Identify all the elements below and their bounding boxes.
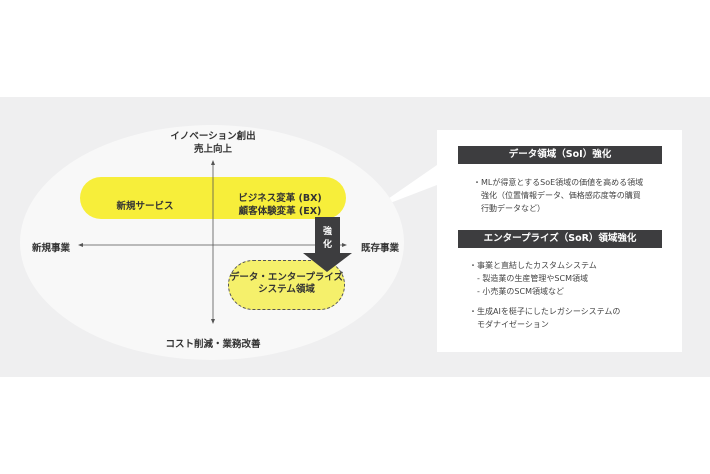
- strengthen-label: 強 化: [315, 226, 340, 252]
- detail-panel: データ領域（SoI）強化 ・MLが得意とするSoE領域の価値を高める領域 強化（…: [437, 130, 682, 352]
- top-axis-label: イノベーション創出 売上向上: [150, 130, 276, 156]
- ex-label: 顧客体験変革 (EX): [238, 206, 322, 217]
- left-axis-label: 新規事業: [32, 243, 71, 254]
- label-line: システム領域: [258, 284, 315, 295]
- bx-ex-label: ビジネス変革 (BX) 顧客体験変革 (EX): [225, 192, 335, 218]
- label-line: 売上向上: [193, 144, 232, 155]
- text-line: モダナイゼーション: [469, 320, 549, 329]
- soi-header: データ領域（SoI）強化: [458, 146, 662, 164]
- label-line: データ・エンタープライズ: [229, 272, 344, 283]
- new-service-label: 新規サービス: [116, 201, 174, 212]
- text-line: - 製造業の生産管理やSCM領域: [469, 274, 588, 283]
- text-line: - 小売業のSCM領域など: [469, 287, 564, 296]
- data-enterprise-label: データ・エンタープライズ システム領域: [228, 272, 345, 296]
- text-line: ・MLが得意とするSoE領域の価値を高める領域: [473, 178, 644, 187]
- soi-text: ・MLが得意とするSoE領域の価値を高める領域 強化（位置情報データ、価格感応度…: [473, 176, 643, 215]
- label-char: 強: [322, 227, 332, 237]
- modernization-text: ・生成AIを梃子にしたレガシーシステムの モダナイゼーション: [469, 305, 620, 331]
- sor-text: ・事業と直結したカスタムシステム - 製造業の生産管理やSCM領域 - 小売業の…: [469, 259, 597, 298]
- bottom-axis-label: コスト削減・業務改善: [165, 339, 261, 350]
- text-line: ・事業と直結したカスタムシステム: [469, 261, 597, 270]
- text-line: ・生成AIを梃子にしたレガシーシステムの: [469, 307, 621, 316]
- bx-label: ビジネス変革 (BX): [238, 193, 322, 204]
- right-axis-label: 既存事業: [361, 243, 400, 254]
- label-line: イノベーション創出: [170, 131, 256, 142]
- text-line: 強化（位置情報データ、価格感応度等の購買: [473, 191, 641, 200]
- text-line: 行動データなど）: [473, 204, 545, 213]
- sor-header: エンタープライズ（SoR）領域強化: [458, 230, 662, 248]
- label-char: 化: [322, 240, 332, 250]
